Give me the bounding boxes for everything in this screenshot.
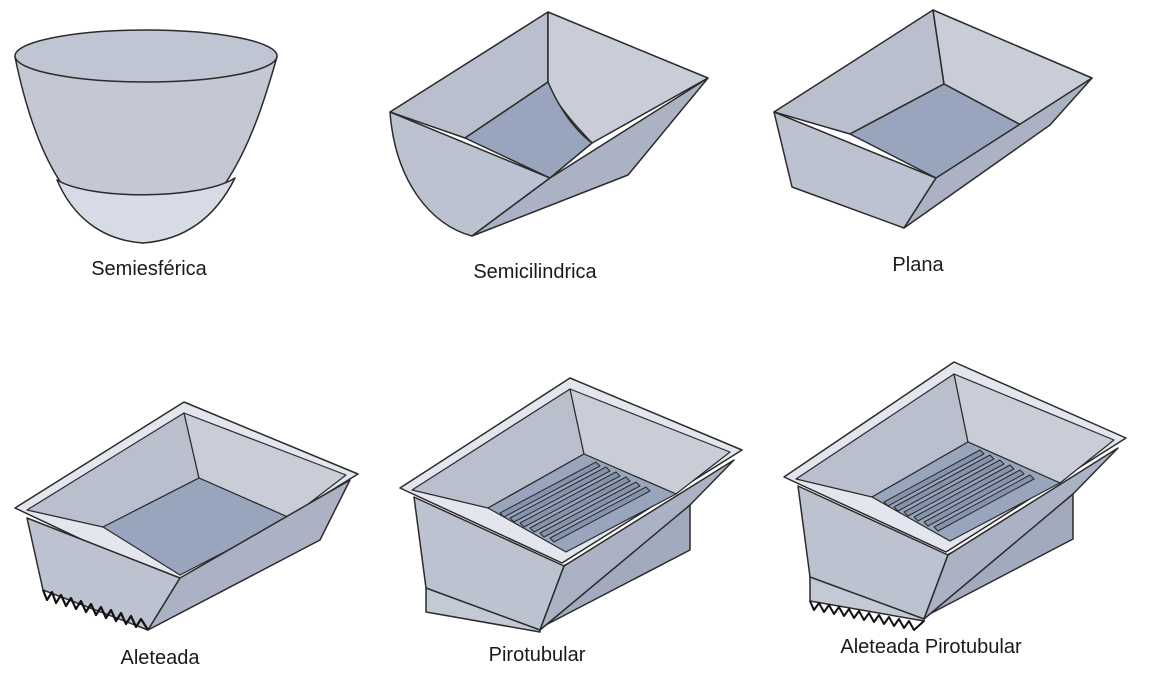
- label-semiesferica: Semiesférica: [91, 258, 207, 280]
- label-aleteada: Aleteada: [120, 647, 200, 669]
- label-aleteada-pirotubular: Aleteada Pirotubular: [840, 636, 1022, 658]
- label-pirotubular: Pirotubular: [488, 644, 586, 666]
- label-plana: Plana: [892, 254, 944, 276]
- label-semicilindrica: Semicilindrica: [473, 261, 597, 283]
